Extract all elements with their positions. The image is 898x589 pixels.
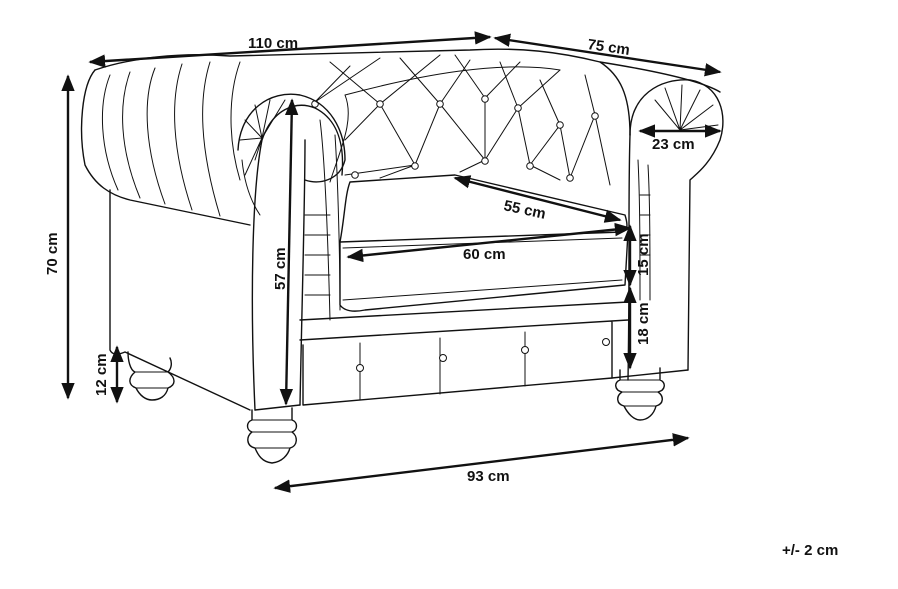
arm-height-line xyxy=(279,98,299,406)
front-base-tufting xyxy=(356,331,610,401)
cushion-height-label: 15 cm xyxy=(635,233,652,276)
armchair-drawing xyxy=(80,48,724,464)
front-left-arm xyxy=(251,104,344,411)
front-base xyxy=(299,301,629,406)
tolerance-label: +/- 2 cm xyxy=(782,542,838,559)
total-height-label: 70 cm xyxy=(44,232,61,275)
depth-top-line xyxy=(493,33,722,77)
width-top-line xyxy=(88,31,492,68)
front-left-arm-scroll xyxy=(237,93,346,183)
width-top-label: 110 cm xyxy=(248,35,298,52)
arm-width-label: 23 cm xyxy=(652,136,695,153)
seat-depth-line xyxy=(453,175,622,223)
width-bottom-line xyxy=(273,433,690,493)
depth-top-label: 75 cm xyxy=(586,36,630,59)
seat-width-label: 60 cm xyxy=(463,246,506,263)
back-left-leg xyxy=(127,351,175,401)
backrest-tufting xyxy=(311,54,611,186)
seat-base-height-label: 18 cm xyxy=(635,302,652,345)
left-arm-roll xyxy=(80,69,251,226)
chair-bottom-edge xyxy=(254,369,689,411)
dimension-labels: 110 cm 75 cm 23 cm 55 cm 60 cm 15 cm 18 … xyxy=(44,35,838,559)
left-arm-pleats xyxy=(101,61,241,217)
dimension-lines xyxy=(61,31,722,493)
seat-width-line xyxy=(346,222,632,263)
front-left-arm-inner xyxy=(299,139,306,406)
seat-cushion-front xyxy=(339,231,629,312)
right-arm-outer xyxy=(629,79,724,371)
seat-depth-label: 55 cm xyxy=(502,197,547,222)
right-arm-back xyxy=(599,61,631,136)
right-arm-fan xyxy=(637,84,719,301)
arm-height-label: 57 cm xyxy=(272,247,289,290)
width-bottom-label: 93 cm xyxy=(467,468,510,485)
backrest-inner-curve xyxy=(329,66,561,183)
leg-height-label: 12 cm xyxy=(93,353,110,396)
front-left-leg xyxy=(246,407,298,464)
right-leg xyxy=(615,367,665,421)
